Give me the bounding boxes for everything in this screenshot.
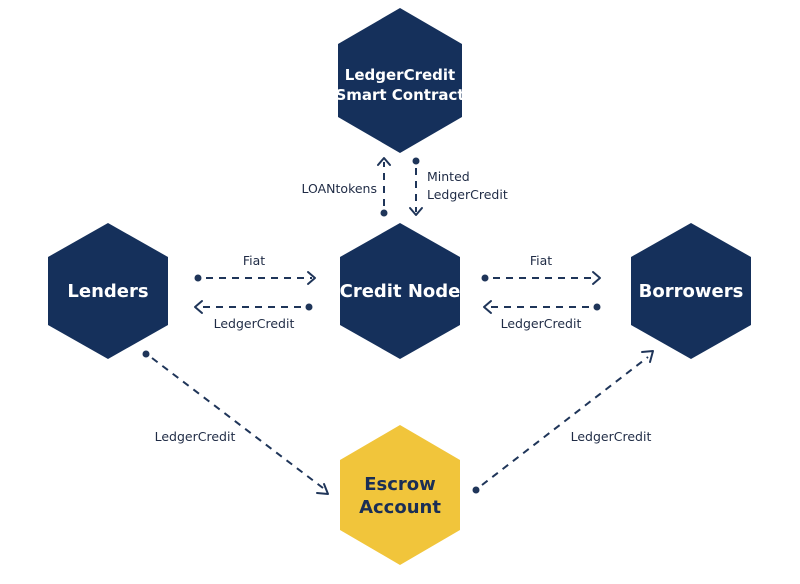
edge-lenders-escrow-label: LedgerCredit	[155, 429, 236, 444]
edge-loantokens: LOANtokens	[301, 157, 391, 217]
edge-lenders-escrow-line	[151, 357, 324, 489]
edge-borrowers-ledgercredit-arrowhead	[483, 300, 492, 314]
edge-escrow-borrowers-line	[481, 356, 649, 486]
edge-loantokens-dot	[380, 209, 388, 217]
edge-borrowers-fiat-arrowhead	[592, 271, 601, 285]
lenders-title: Lenders	[67, 281, 148, 302]
edge-lenders-escrow: LedgerCredit	[142, 350, 329, 495]
edge-minted-dot	[412, 157, 420, 165]
edge-lenders-ledgercredit-label: LedgerCredit	[214, 316, 295, 331]
escrow-hexagon	[340, 425, 460, 565]
smart-contract-hexagon	[338, 8, 462, 153]
escrow-title-line2: Account	[359, 497, 441, 518]
borrowers-hexagon	[631, 223, 751, 359]
edge-escrow-borrowers-dot	[472, 486, 480, 494]
node-escrow: Escrow Account	[340, 425, 460, 565]
smart-contract-title-line1: LedgerCredit	[345, 66, 455, 84]
credit-node-hexagon	[340, 223, 460, 359]
borrowers-title: Borrowers	[639, 281, 744, 302]
edge-minted-label-line2: LedgerCredit	[427, 187, 508, 202]
edge-lenders-escrow-arrowhead	[316, 483, 329, 495]
edge-minted-arrowhead	[409, 207, 423, 216]
edge-lenders-fiat: Fiat	[194, 253, 316, 285]
credit-node-title: Credit Node	[340, 281, 461, 302]
edge-lenders-ledgercredit-arrowhead	[194, 300, 203, 314]
node-credit-node: Credit Node	[340, 223, 461, 359]
edge-minted-ledgercredit: Minted LedgerCredit	[409, 157, 508, 216]
edge-borrowers-ledgercredit-dot	[593, 303, 601, 311]
escrow-title-line1: Escrow	[364, 474, 436, 495]
edge-borrowers-fiat-dot	[481, 274, 489, 282]
edge-escrow-borrowers-arrowhead	[641, 350, 654, 363]
edge-borrowers-fiat-label: Fiat	[530, 253, 552, 268]
edge-minted-label-line1: Minted	[427, 169, 470, 184]
edge-lenders-fiat-dot	[194, 274, 202, 282]
node-smart-contract: LedgerCredit Smart Contract	[335, 8, 465, 153]
edge-lenders-fiat-label: Fiat	[243, 253, 265, 268]
node-borrowers: Borrowers	[631, 223, 751, 359]
edge-escrow-borrowers-label: LedgerCredit	[571, 429, 652, 444]
lenders-hexagon	[48, 223, 168, 359]
edge-escrow-borrowers: LedgerCredit	[472, 350, 654, 494]
edge-borrowers-ledgercredit: LedgerCredit	[483, 300, 601, 331]
edge-loantokens-arrowhead	[377, 157, 391, 166]
smart-contract-title-line2: Smart Contract	[335, 86, 464, 104]
edge-lenders-ledgercredit: LedgerCredit	[194, 300, 313, 331]
node-lenders: Lenders	[48, 223, 168, 359]
edge-lenders-escrow-dot	[142, 350, 150, 358]
edge-lenders-fiat-arrowhead	[307, 271, 316, 285]
edge-lenders-ledgercredit-dot	[305, 303, 313, 311]
edge-borrowers-fiat: Fiat	[481, 253, 601, 285]
edge-loantokens-label: LOANtokens	[301, 181, 377, 196]
edge-borrowers-ledgercredit-label: LedgerCredit	[501, 316, 582, 331]
